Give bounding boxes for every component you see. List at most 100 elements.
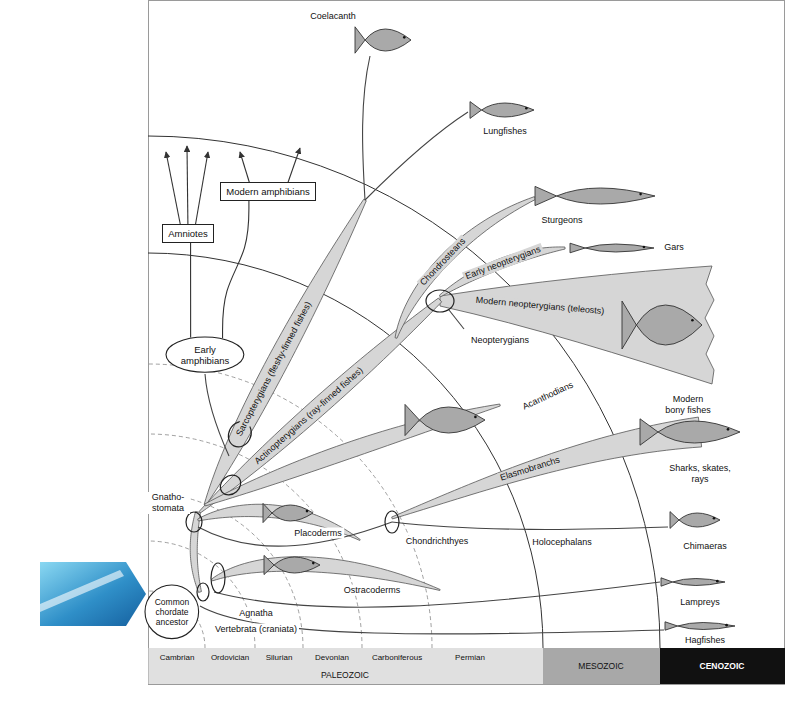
animal-eye bbox=[691, 319, 694, 322]
era-label: PALEOZOIC bbox=[319, 670, 371, 681]
node-text-block: Modern amphibians bbox=[226, 186, 309, 197]
paleozoic-bar bbox=[149, 648, 544, 684]
taxon-label: Gars bbox=[662, 242, 686, 253]
taxon-label: Sturgeons bbox=[539, 215, 584, 226]
clade-label: Placoderms bbox=[292, 528, 344, 539]
period-label: Devonian bbox=[313, 652, 351, 663]
node-text: Early amphibians bbox=[179, 344, 231, 366]
clade-label: Ostracoderms bbox=[342, 585, 403, 596]
lineage-band bbox=[212, 557, 441, 591]
clade-label: Chondrichthyes bbox=[404, 536, 471, 547]
animal-eye bbox=[725, 624, 728, 627]
taxon-label: Hagfishes bbox=[683, 635, 727, 646]
lineage-line bbox=[205, 374, 229, 456]
clade-ellipse bbox=[197, 583, 209, 601]
era-label: MESOZOIC bbox=[576, 661, 625, 672]
lineage-lines bbox=[198, 56, 668, 634]
lineage-band bbox=[439, 247, 565, 297]
taxon-label: Lungfishes bbox=[481, 126, 529, 137]
lineage-line bbox=[449, 310, 464, 329]
lineage-bands bbox=[190, 197, 714, 593]
animal-eye bbox=[643, 246, 646, 249]
lineage-band bbox=[395, 197, 536, 339]
animal-eye bbox=[713, 517, 716, 520]
animal-figure bbox=[470, 102, 534, 119]
clade-ellipse bbox=[211, 563, 225, 593]
lineage-line bbox=[200, 606, 664, 634]
animal-eye bbox=[403, 36, 406, 39]
ancestor-circle: Common chordate ancestor bbox=[144, 584, 200, 640]
node-text-block: Amniotes bbox=[168, 228, 208, 239]
node-text: Modern amphibians bbox=[226, 186, 309, 197]
animal-figure bbox=[570, 243, 654, 253]
animal-figure bbox=[665, 622, 735, 630]
time-boundary bbox=[148, 136, 660, 648]
animal-eye bbox=[474, 416, 477, 419]
taxon-label: Coelacanth bbox=[308, 11, 358, 22]
lineage-connector bbox=[223, 201, 249, 339]
animal-figure bbox=[661, 578, 725, 586]
animal-eye bbox=[306, 510, 309, 513]
period-label: Ordovician bbox=[209, 652, 251, 663]
lineage-band bbox=[198, 504, 361, 540]
period-label: Silurian bbox=[264, 652, 295, 663]
node-outline-ellipse bbox=[166, 337, 244, 372]
animal-eye bbox=[727, 428, 730, 431]
arrow-line bbox=[187, 146, 188, 233]
animal-eye bbox=[716, 580, 719, 583]
animal-figure bbox=[355, 27, 411, 53]
clade-ellipse bbox=[385, 511, 399, 533]
ancestor-ellipse: Early amphibians bbox=[165, 336, 245, 373]
lineage-line bbox=[198, 522, 392, 546]
clade-ellipse bbox=[186, 512, 202, 532]
taxon-label: Lampreys bbox=[678, 597, 722, 608]
clade-label: Gnatho- stomata bbox=[146, 492, 190, 514]
lineage-line bbox=[365, 112, 468, 200]
slide-bullet bbox=[40, 562, 146, 626]
period-label: Carboniferous bbox=[370, 652, 424, 663]
era-label: CENOZOIC bbox=[698, 661, 747, 672]
group-box: Amniotes bbox=[162, 224, 214, 243]
mesozoic-bar bbox=[543, 648, 660, 684]
taxon-label: Chimaeras bbox=[681, 541, 729, 552]
clade-markers bbox=[186, 290, 454, 601]
taxon-label: Modern bony fishes bbox=[661, 394, 715, 416]
teleost-wedge bbox=[440, 266, 714, 384]
period-label: Permian bbox=[453, 652, 487, 663]
cenozoic-bar bbox=[660, 648, 785, 684]
time-arcs bbox=[148, 136, 660, 648]
clade-label: Holocephalans bbox=[530, 537, 594, 548]
lineage-line bbox=[363, 56, 370, 200]
node-text-block: Common chordate ancestor bbox=[151, 597, 193, 627]
animal-figure bbox=[640, 419, 740, 445]
lineage-band bbox=[190, 511, 201, 592]
animal-eye bbox=[312, 562, 315, 565]
figure-frame bbox=[149, 1, 785, 685]
node-text: Common chordate ancestor bbox=[151, 597, 193, 627]
animal-figure bbox=[622, 301, 702, 349]
clade-label: Agnatha bbox=[237, 608, 275, 619]
animal-eye bbox=[525, 107, 528, 110]
animal-figure bbox=[405, 404, 485, 435]
period-label: Cambrian bbox=[158, 652, 197, 663]
lineage-connector bbox=[190, 243, 191, 338]
animal-figure bbox=[264, 555, 320, 574]
animal-eye bbox=[639, 193, 642, 196]
arrow-line bbox=[194, 152, 208, 233]
clade-ellipse bbox=[426, 290, 454, 312]
group-box: Modern amphibians bbox=[220, 182, 315, 201]
slide-bullet-stripe bbox=[40, 570, 124, 612]
lineage-line bbox=[214, 582, 660, 607]
taxon-label: Sharks, skates, rays bbox=[665, 463, 735, 485]
animal-figure bbox=[535, 186, 655, 205]
animal-figure bbox=[670, 512, 720, 529]
clade-label: Neopterygians bbox=[469, 335, 531, 346]
lineage-line bbox=[392, 522, 668, 529]
animal-figure bbox=[263, 503, 313, 522]
clade-label: Vertebrata (craniata) bbox=[213, 624, 299, 635]
node-text-block: Early amphibians bbox=[179, 344, 231, 366]
animal-drawings bbox=[263, 27, 740, 630]
clade-ellipse bbox=[216, 471, 244, 499]
